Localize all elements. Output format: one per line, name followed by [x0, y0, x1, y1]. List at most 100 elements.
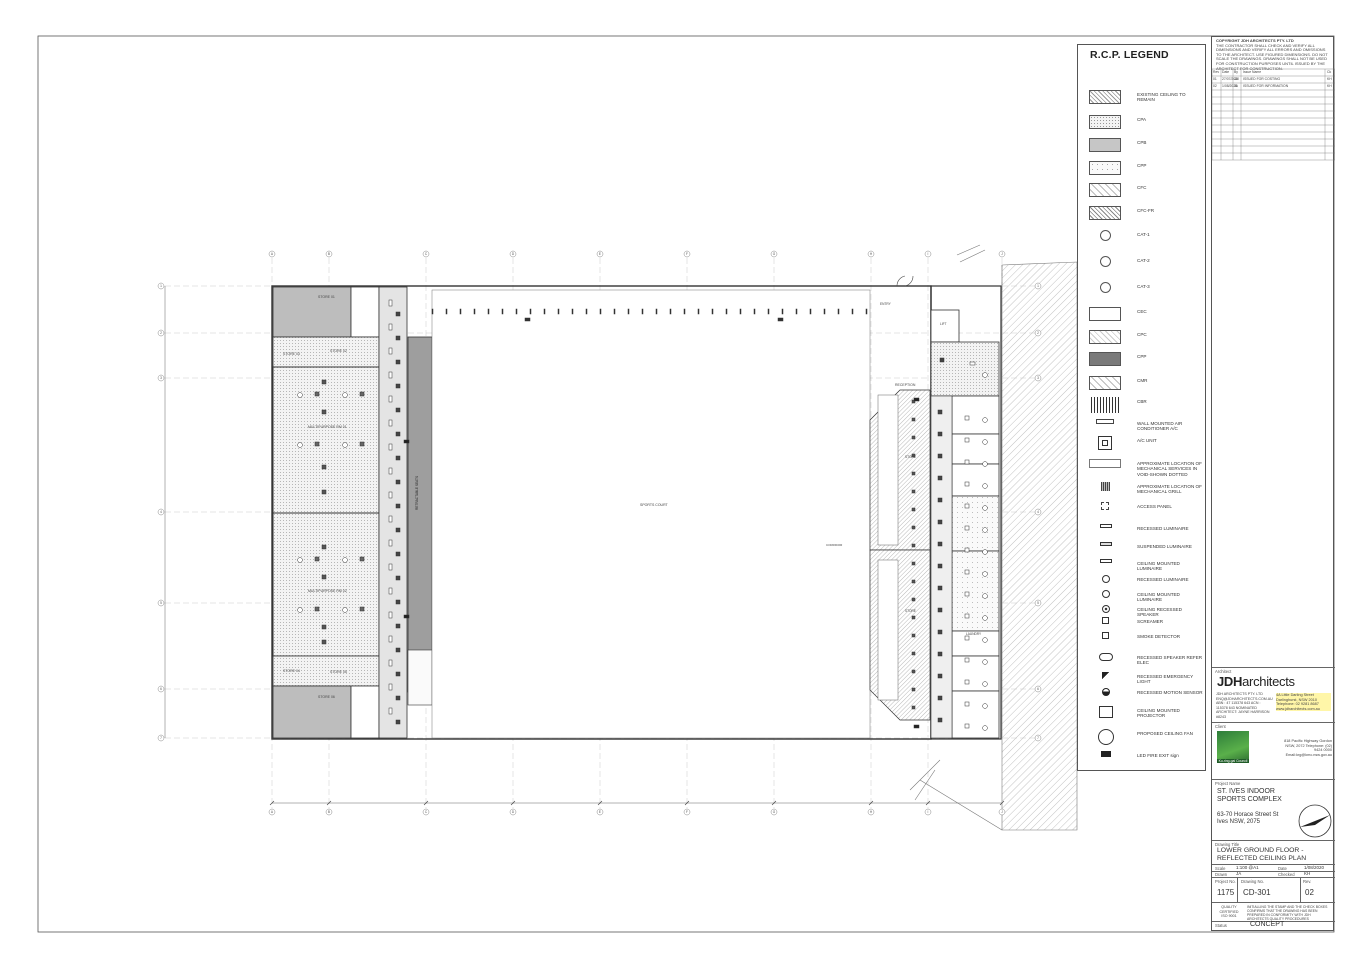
copyright-heading: COPYRIGHT JDH ARCHITECTS PTY. LTD	[1216, 38, 1294, 43]
light-fitting	[697, 308, 700, 315]
light-fitting	[964, 657, 970, 663]
light-fitting	[964, 613, 970, 619]
ceiling-luminaire	[982, 571, 988, 577]
light-fitting	[585, 308, 588, 315]
wall-ac-icon	[1096, 419, 1114, 424]
light-fitting	[939, 357, 945, 363]
grid-column-bubble: F	[686, 252, 688, 256]
light-fitting	[911, 399, 916, 404]
light-fitting	[321, 409, 327, 415]
light-fitting	[964, 701, 970, 707]
light-fitting	[487, 308, 490, 315]
light-fitting	[388, 347, 393, 355]
light-fitting	[911, 615, 916, 620]
light-fitting	[937, 673, 943, 679]
grid-column-bubble: G	[773, 810, 776, 814]
light-fitting	[395, 623, 401, 629]
grid-column-bubble: C	[425, 252, 428, 256]
room-label: STORE 02	[330, 349, 347, 353]
store-bottom-left-room	[272, 685, 352, 739]
sports-court	[431, 289, 871, 739]
revision-cell: 1/08/2020	[1222, 83, 1238, 88]
title-block: COPYRIGHT JDH ARCHITECTS PTY. LTD THE CO…	[1211, 36, 1335, 931]
ceiling-luminaire	[982, 372, 988, 378]
legend-label: RECESSED LUMINAIRE	[1137, 526, 1189, 531]
light-fitting	[314, 391, 320, 397]
status-label: Status	[1215, 923, 1227, 928]
checked-label: Checked	[1278, 872, 1295, 877]
light-fitting	[781, 308, 784, 315]
legend-label: ACCESS PANEL	[1137, 504, 1172, 509]
ceiling-luminaire	[982, 681, 988, 687]
grid-row-bubble: 3	[1037, 376, 1039, 380]
project-address: 63-70 Horace Street St Ives NSW, 2075	[1217, 812, 1279, 825]
legend-label: PROPOSED CEILING FAN	[1137, 731, 1193, 736]
ceiling-luminaire-icon	[1100, 559, 1112, 563]
light-fitting	[937, 695, 943, 701]
light-fitting	[911, 651, 916, 656]
light-fitting	[911, 525, 916, 530]
drawing-no-label: Drawing No.	[1241, 879, 1265, 884]
access-panel-icon	[1101, 502, 1109, 510]
room-label: LIFT	[940, 322, 947, 326]
grid-row-bubble: 1	[160, 284, 162, 288]
light-fitting	[529, 308, 532, 315]
light-fitting	[388, 635, 393, 643]
quality-text: INITIALLING THE STAMP AND THE CHECK BOXE…	[1247, 905, 1328, 921]
ceiling-luminaire	[297, 607, 303, 613]
revision-cell: Rev	[1213, 69, 1220, 74]
grid-column-bubble: J	[1001, 252, 1003, 256]
legend-label: RECESSED LUMINAIRE	[1137, 577, 1189, 582]
light-fitting	[911, 561, 916, 566]
ceiling-luminaire	[297, 442, 303, 448]
light-fitting	[911, 507, 916, 512]
checked-value: KH	[1304, 871, 1311, 876]
light-fitting	[395, 359, 401, 365]
drawing-no: CD-301	[1243, 888, 1271, 897]
light-fitting	[964, 459, 970, 465]
room-label: RECEPTION	[895, 383, 916, 387]
revision-cell: KH	[1327, 83, 1332, 88]
sheet-border	[37, 35, 1335, 933]
grid-row-bubble: 6	[1037, 687, 1039, 691]
light-fitting	[823, 308, 826, 315]
light-fitting	[937, 475, 943, 481]
light-fitting	[543, 308, 546, 315]
light-fitting	[571, 308, 574, 315]
speaker-icon	[1102, 605, 1110, 613]
ceiling-fixtures	[297, 299, 988, 731]
light-fitting	[395, 719, 401, 725]
plain-box-icon	[1089, 307, 1121, 321]
jdh-logo: JDHarchitects	[1217, 674, 1295, 689]
grid-column-bubble: I	[928, 810, 929, 814]
light-fitting	[388, 587, 393, 595]
light-fitting	[753, 308, 756, 315]
ceiling-luminaire	[982, 527, 988, 533]
legend-label: EXISTING CEILING TO REMAIN	[1137, 92, 1186, 103]
grid-column-bubble: I	[928, 252, 929, 256]
revision-table	[1212, 68, 1335, 161]
revision-cell: Date	[1222, 69, 1230, 74]
light-fitting	[388, 659, 393, 667]
grid-column-bubble: E	[599, 810, 601, 814]
grid-row-bubble: 2	[1037, 331, 1039, 335]
room-label: STORE 01	[318, 295, 335, 299]
light-fitting	[911, 633, 916, 638]
light-fitting	[395, 407, 401, 413]
light-fitting	[613, 308, 616, 315]
copyright-text: THE CONTRACTOR SHALL CHECK AND VERIFY AL…	[1216, 42, 1328, 71]
light-fitting	[501, 308, 504, 315]
room-label: STORE	[905, 455, 916, 459]
light-fitting	[321, 574, 327, 580]
light-fitting	[321, 639, 327, 645]
c-circle-icon	[1102, 590, 1110, 598]
light-fitting	[395, 479, 401, 485]
revision-cell: JA	[1234, 76, 1238, 81]
light-fitting	[388, 707, 393, 715]
light-fitting	[711, 308, 714, 315]
light-fitting	[655, 308, 658, 315]
legend-label: RECESSED SPEAKER REFER ELEC	[1137, 655, 1203, 666]
drawn-label: Drawn	[1215, 872, 1228, 877]
room-label: RETRACTABLE SEATS	[415, 476, 419, 510]
